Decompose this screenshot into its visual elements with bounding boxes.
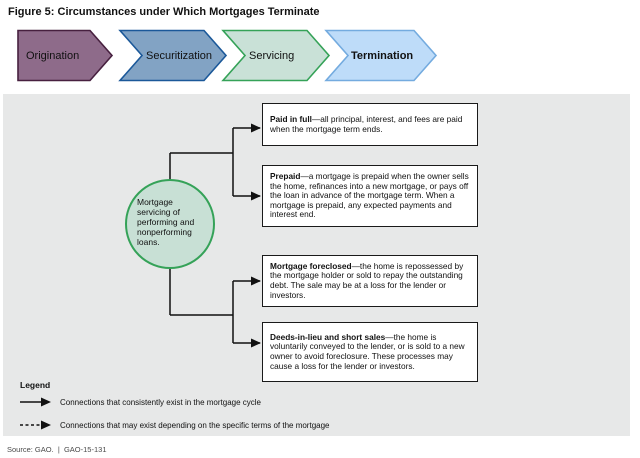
solid-arrow-icon [20, 397, 51, 407]
hub-circle [125, 179, 215, 269]
box-paid-in-full: Paid in full—all principal, interest, an… [262, 103, 478, 146]
box-term: Deeds-in-lieu and short sales [270, 331, 386, 342]
legend-heading: Legend [20, 380, 51, 390]
connector-lines [125, 123, 261, 348]
box-description: —the home is voluntarily conveyed to the… [270, 331, 465, 371]
legend-item-solid: Connections that consistently exist in t… [20, 397, 329, 407]
stage-securitization-label: Securitization [146, 50, 212, 62]
legend-item-label: Connections that may exist depending on … [60, 420, 330, 430]
box-prepaid: Prepaid—a mortgage is prepaid when the o… [262, 165, 478, 227]
process-flow: Origination Securitization Servicing Ter… [17, 29, 438, 82]
stage-servicing-label: Servicing [249, 50, 294, 62]
stage-origination-label: Origination [26, 50, 79, 62]
diagram-panel: Mortgage servicing of performing and non… [3, 94, 630, 436]
stage-securitization-shape [118, 29, 228, 82]
source-line: Source: GAO. | GAO-15-131 [7, 445, 107, 454]
box-term: Prepaid [270, 171, 301, 182]
box-mortgage-foreclosed: Mortgage foreclosed—the home is reposses… [262, 255, 478, 307]
stage-termination-shape [324, 29, 438, 82]
stage-servicing-shape [221, 29, 331, 82]
legend-item-label: Connections that consistently exist in t… [60, 397, 261, 407]
dashed-arrow-icon [20, 420, 51, 430]
legend: Legend Connections that consistently exi… [20, 380, 329, 443]
box-term: Paid in full [270, 113, 312, 124]
box-description: —all principal, interest, and fees are p… [270, 113, 463, 134]
box-term: Mortgage foreclosed [270, 260, 352, 271]
stage-origination-shape [17, 29, 114, 82]
stage-termination-label: Termination [351, 50, 413, 62]
box-deeds-in-lieu: Deeds-in-lieu and short sales—the home i… [262, 322, 478, 382]
legend-item-dashed: Connections that may exist depending on … [20, 420, 329, 430]
figure-title: Figure 5: Circumstances under Which Mort… [8, 6, 320, 18]
box-description: —the home is repossessed by the mortgage… [270, 260, 464, 300]
box-description: —a mortgage is prepaid when the owner se… [270, 171, 469, 220]
hub-label: Mortgage servicing of performing and non… [137, 197, 195, 248]
